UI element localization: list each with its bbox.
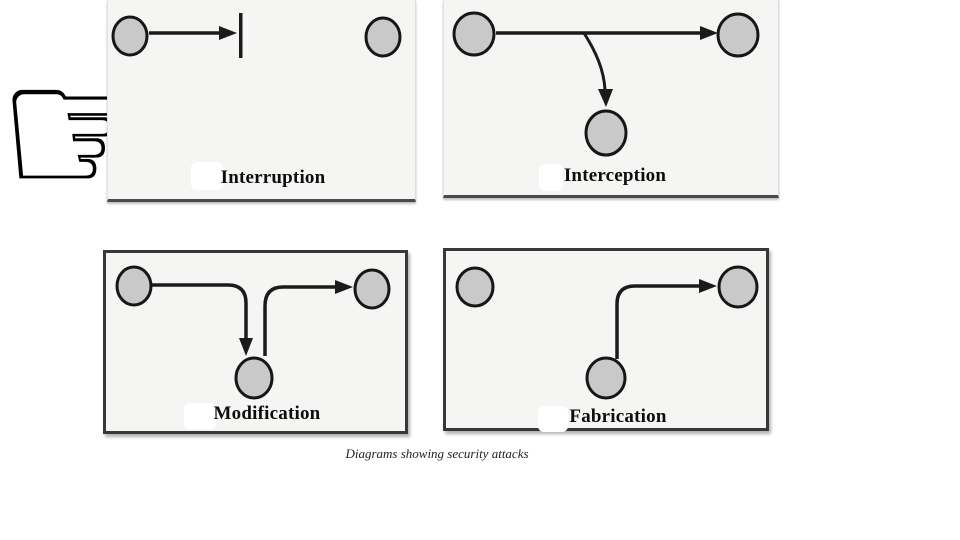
panel-interception: Interception bbox=[443, 0, 779, 198]
node-source bbox=[115, 265, 153, 307]
panel-fabrication: Fabrication bbox=[443, 248, 769, 432]
panel-label-interruption: Interruption bbox=[220, 167, 326, 188]
node-destination bbox=[717, 265, 759, 309]
figure-caption: Diagrams showing security attacks bbox=[345, 446, 529, 461]
node-source bbox=[111, 15, 149, 57]
arrowhead bbox=[219, 26, 237, 40]
flow-line-from-attacker bbox=[263, 285, 336, 356]
fabricated-flow-line bbox=[615, 284, 701, 359]
fabrication-diagram bbox=[455, 265, 759, 400]
intercept-branch-line bbox=[582, 32, 607, 91]
panel-label-interception: Interception bbox=[563, 165, 667, 186]
node-destination bbox=[716, 12, 760, 58]
node-source bbox=[455, 266, 495, 308]
arrowhead bbox=[335, 280, 353, 294]
panel-label-modification: Modification bbox=[213, 403, 321, 424]
white-smudge bbox=[538, 406, 568, 432]
white-smudge bbox=[191, 162, 223, 190]
panel-label-fabrication: Fabrication bbox=[569, 406, 667, 427]
node-destination bbox=[364, 16, 402, 58]
white-smudge bbox=[184, 403, 216, 429]
flow-line-to-attacker bbox=[152, 283, 248, 341]
interception-diagram bbox=[452, 11, 760, 157]
node-attacker bbox=[585, 356, 627, 400]
white-smudge bbox=[539, 164, 563, 191]
arrowhead-down bbox=[239, 338, 253, 356]
arrowhead bbox=[700, 26, 718, 40]
node-destination bbox=[353, 268, 391, 310]
arrowhead bbox=[699, 279, 717, 293]
arrowhead-down bbox=[598, 89, 613, 107]
interruption-diagram bbox=[111, 13, 402, 58]
node-attacker bbox=[584, 109, 628, 157]
modification-diagram bbox=[115, 265, 391, 400]
node-attacker bbox=[234, 356, 274, 400]
panel-modification: Modification bbox=[103, 250, 408, 434]
blocked-bar bbox=[239, 13, 243, 58]
panel-interruption: Interruption bbox=[107, 0, 416, 202]
node-source bbox=[452, 11, 496, 57]
